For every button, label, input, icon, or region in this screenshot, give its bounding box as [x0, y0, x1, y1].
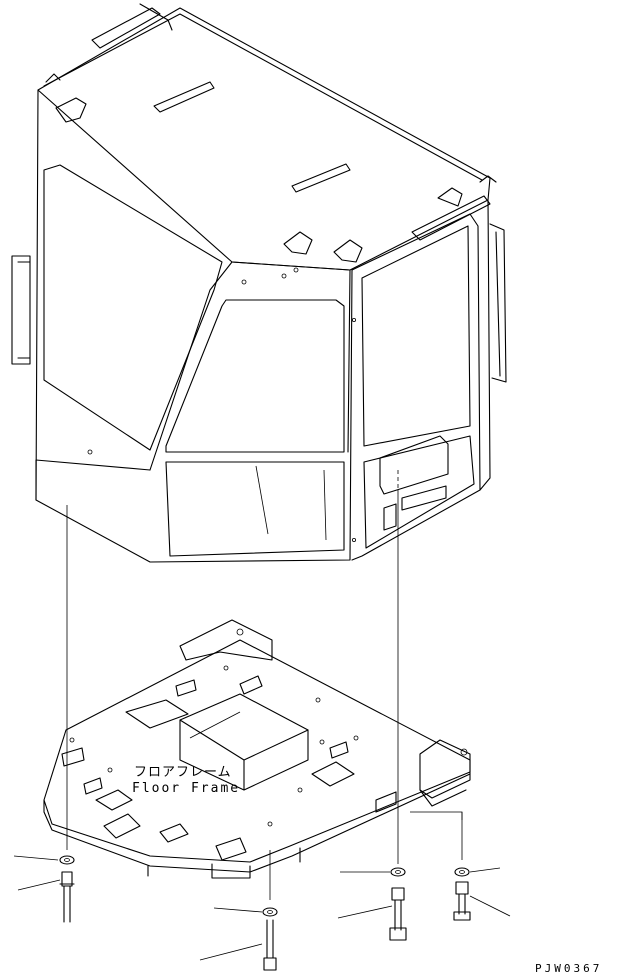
floor-frame: [43, 619, 471, 879]
drawing-code: PJW0367: [535, 962, 602, 975]
alignment-lines: [66, 470, 463, 900]
floor-frame-label-jp: フロアフレーム: [134, 765, 232, 780]
fasteners: [13, 855, 511, 971]
floor-frame-label-en: Floor Frame: [132, 781, 240, 796]
operator-cab: [11, 3, 507, 563]
